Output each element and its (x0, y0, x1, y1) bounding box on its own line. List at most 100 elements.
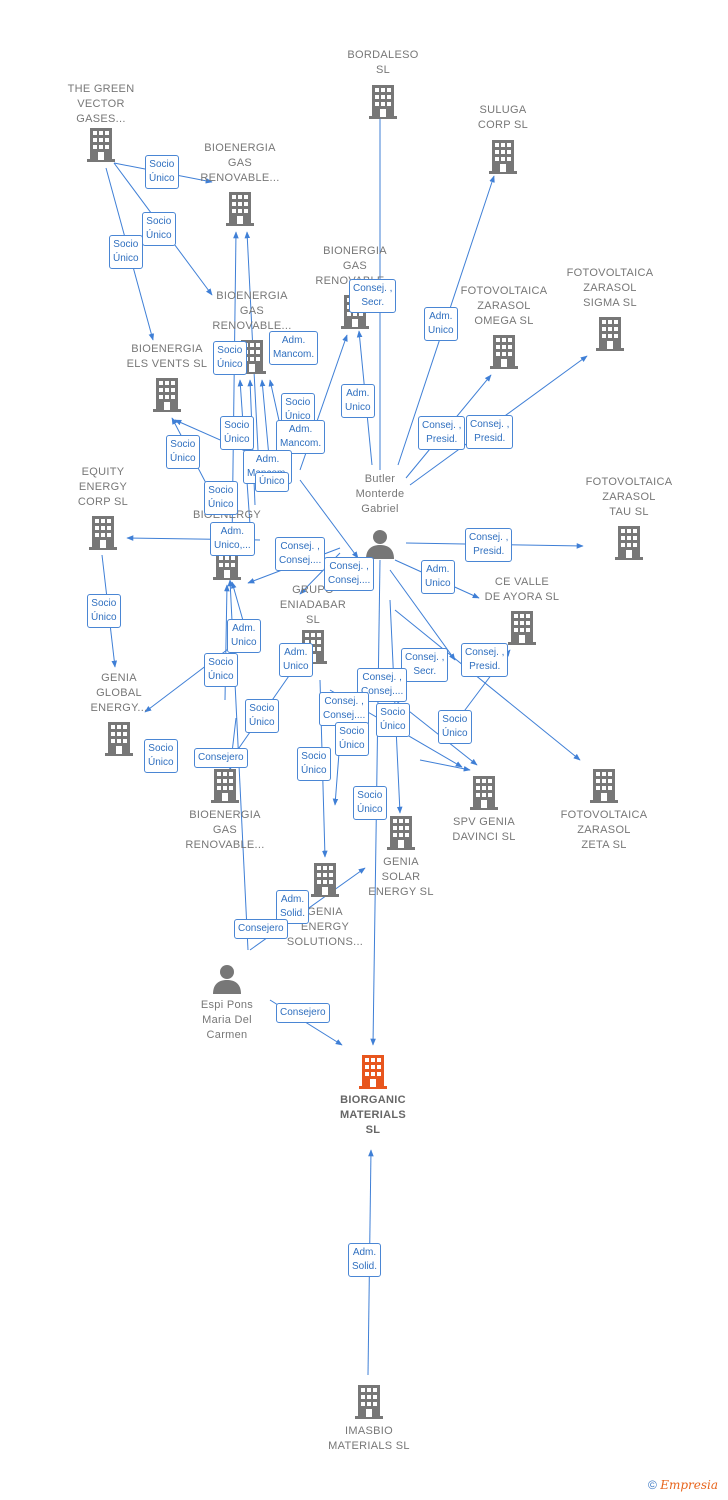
relation-label-line: Único (259, 476, 285, 487)
person-icon[interactable] (213, 965, 241, 994)
label-line: EQUITY (81, 466, 125, 478)
company-building-icon[interactable] (596, 317, 624, 351)
relation-label[interactable]: Consej. ,Consej.... (275, 537, 326, 571)
relation-label[interactable]: Adm.Unico (341, 384, 375, 418)
relation-label[interactable]: Adm.Unico (421, 560, 455, 594)
edge-line (419, 759, 471, 772)
relation-label[interactable]: Consej. ,Secr. (349, 279, 397, 313)
relation-label[interactable]: Adm.Solid. (276, 890, 310, 924)
relation-label[interactable]: Adm.Unico (227, 619, 261, 653)
company-building-icon[interactable] (211, 769, 239, 803)
relation-label[interactable]: Único (255, 472, 289, 492)
label-line: BIOENERGIA (204, 142, 276, 154)
company-building-icon[interactable] (615, 526, 643, 560)
relation-label[interactable]: Consej. ,Presid. (466, 415, 514, 449)
relation-label[interactable]: Consejero (276, 1003, 330, 1023)
company-building-icon[interactable] (590, 769, 618, 803)
relation-label-line: Socio (208, 485, 234, 496)
label-line: MATERIALS (339, 1109, 407, 1121)
label-line: SL (375, 64, 391, 76)
relation-label[interactable]: Consej. ,Consej.... (357, 668, 408, 702)
company-building-icon[interactable] (355, 1385, 383, 1419)
relation-label-line: Socio (113, 239, 139, 250)
company-building-icon[interactable] (470, 776, 498, 810)
company-building-icon[interactable] (387, 816, 415, 850)
company-building-icon[interactable] (87, 128, 115, 162)
footer-brand[interactable]: © Empresia (648, 1478, 718, 1492)
relation-label[interactable]: Consej. ,Presid. (465, 528, 513, 562)
relation-label[interactable]: Consej. ,Presid. (418, 416, 466, 450)
company-building-icon[interactable] (369, 85, 397, 119)
label-line: BIOENERGIA (216, 290, 288, 302)
relation-label[interactable]: Adm.Solid. (348, 1243, 382, 1277)
relation-label[interactable]: Adm.Mancom. (276, 420, 326, 454)
company-building-icon[interactable] (89, 516, 117, 550)
relation-label[interactable]: Consej. ,Secr. (401, 648, 449, 682)
relation-label[interactable]: Adm.Unico (424, 307, 458, 341)
relation-label-line: Único (442, 728, 468, 739)
relation-label[interactable]: Consej. ,Consej.... (319, 692, 370, 726)
label-line: GENIA (307, 906, 343, 918)
relation-label[interactable]: Adm.Mancom. (269, 331, 319, 365)
relation-label[interactable]: Consej. ,Consej.... (324, 557, 375, 591)
company-building-icon[interactable] (105, 722, 133, 756)
relation-label[interactable]: Adm.Unico,... (210, 522, 255, 556)
person-icon[interactable] (366, 530, 394, 559)
company-building-icon[interactable] (489, 140, 517, 174)
relation-label-line: Consej.... (279, 555, 322, 566)
relation-label-line: Socio (339, 726, 365, 737)
relation-label-line: Único (249, 717, 275, 728)
relation-label[interactable]: Consejero (194, 748, 248, 768)
company-building-icon[interactable] (226, 192, 254, 226)
relation-label[interactable]: Adm.Unico (279, 643, 313, 677)
relation-label-line: Adm. (220, 526, 245, 537)
company-building-icon[interactable] (508, 611, 536, 645)
company-building-icon[interactable] (490, 335, 518, 369)
company-building-icon[interactable] (311, 863, 339, 897)
relation-label[interactable]: Consejero (234, 919, 288, 939)
relation-label[interactable]: Consej. ,Presid. (461, 643, 509, 677)
target-company-icon[interactable] (359, 1055, 387, 1089)
relation-label-line: Presid. (469, 661, 501, 672)
company-building-icon[interactable] (153, 378, 181, 412)
edge-line (299, 479, 359, 559)
